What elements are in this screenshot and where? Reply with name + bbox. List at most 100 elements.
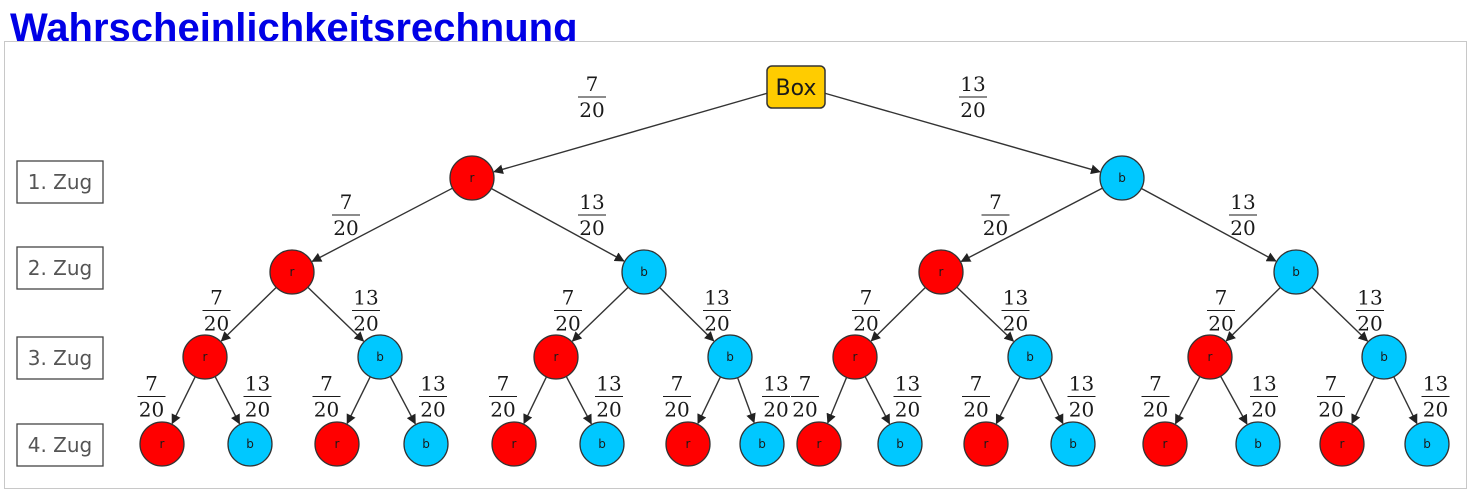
branch-edge-brr [870,286,926,342]
level-label-text: 3. Zug [28,346,93,370]
edge-probability-br: 720 [981,190,1010,240]
probability-denominator: 20 [579,216,604,240]
node-label: r [203,350,208,364]
tree-node-brbb: b [1050,421,1096,467]
branch-edge-br [960,187,1103,263]
probability-denominator: 20 [664,398,689,422]
node-label: b [896,437,904,451]
edge-probability-rbr: 720 [554,286,582,336]
node-label: b [422,437,430,451]
probability-numerator: 13 [1003,286,1028,310]
branch-edge-rrrr [171,376,196,425]
node-label: r [160,437,165,451]
probability-numerator: 7 [1215,286,1228,310]
branch-edge-brrb [864,376,891,425]
tree-node-rb: b [621,249,667,295]
node-label: r [817,437,822,451]
node-label: r [984,437,989,451]
probability-numerator: 7 [145,372,158,396]
tree-node-rrrr: r [139,421,185,467]
node-label: b [640,265,648,279]
node-label: b [1118,171,1126,185]
tree-node-rrbb: b [403,421,449,467]
probability-denominator: 20 [792,398,817,422]
probability-numerator: 13 [1230,190,1255,214]
node-label: r [1340,437,1345,451]
branch-edge-rbr [571,286,629,342]
branch-edge-rrrb [214,376,241,425]
tree-node-bbr: r [1187,334,1233,380]
branch-edge-rbrb [565,376,592,425]
probability-denominator: 20 [204,312,229,336]
node-label: b [376,350,384,364]
edge-probability-rbrr: 720 [489,372,517,422]
probability-denominator: 20 [579,98,604,122]
tree-node-brrr: r [796,421,842,467]
probability-numerator: 7 [799,372,812,396]
probability-denominator: 20 [704,312,729,336]
probability-denominator: 20 [1143,398,1168,422]
branch-edge-rrb [307,286,365,342]
branch-edge-rrr [220,286,277,342]
edge-probability-rrbr: 720 [312,372,341,422]
tree-node-rbbb: b [739,421,785,467]
node-label: b [246,437,254,451]
branch-edge-rbrr [523,376,548,425]
tree-node-rr: r [269,249,315,295]
probability-numerator: 7 [340,190,353,214]
edge-probability-rrrr: 720 [137,372,166,422]
probability-denominator: 20 [853,312,878,336]
edge-probability-bbrr: 720 [1141,372,1170,422]
probability-numerator: 13 [1069,372,1094,396]
probability-numerator: 7 [671,372,684,396]
probability-numerator: 13 [704,286,729,310]
branch-edge-rbb [659,286,715,342]
tree-node-br: r [918,249,964,295]
tree-node-rbrr: r [491,421,537,467]
branch-edge-brbr [995,376,1021,425]
node-label: b [1069,437,1077,451]
root-node-label: Box [776,76,817,101]
probability-denominator: 20 [763,398,788,422]
node-label: r [1163,437,1168,451]
probability-numerator: 13 [1251,372,1276,396]
branch-edge-r [493,92,769,175]
branch-edge-rbbr [697,376,722,425]
node-label: r [853,350,858,364]
level-label-2: 2. Zug [16,246,104,290]
diagram-frame [4,41,1467,489]
probability-denominator: 20 [1003,312,1028,336]
tree-node-rrr: r [182,334,228,380]
probability-numerator: 7 [1149,372,1162,396]
probability-numerator: 13 [895,372,920,396]
probability-numerator: 7 [320,372,333,396]
tree-node-bb: b [1273,249,1319,295]
branch-edge-bb [1141,187,1277,262]
probability-numerator: 7 [970,372,983,396]
edge-probability-bbr: 720 [1207,286,1235,336]
tree-node-rbb: b [707,334,753,380]
probability-numerator: 7 [586,72,599,96]
root-node-box: Box [766,65,826,109]
node-label: b [598,437,606,451]
probability-denominator: 20 [1357,312,1382,336]
branch-edge-bbb [1311,286,1369,342]
tree-node-rbr: r [533,334,579,380]
branch-edge-bbbb [1393,376,1418,425]
node-label: r [290,265,295,279]
branch-edge-brbb [1039,376,1064,425]
probability-denominator: 20 [490,398,515,422]
probability-numerator: 13 [353,286,378,310]
edge-probability-rr: 720 [332,190,360,240]
probability-numerator: 7 [210,286,223,310]
tree-node-rbrb: b [579,421,625,467]
branch-edge-bbrr [1174,376,1201,425]
